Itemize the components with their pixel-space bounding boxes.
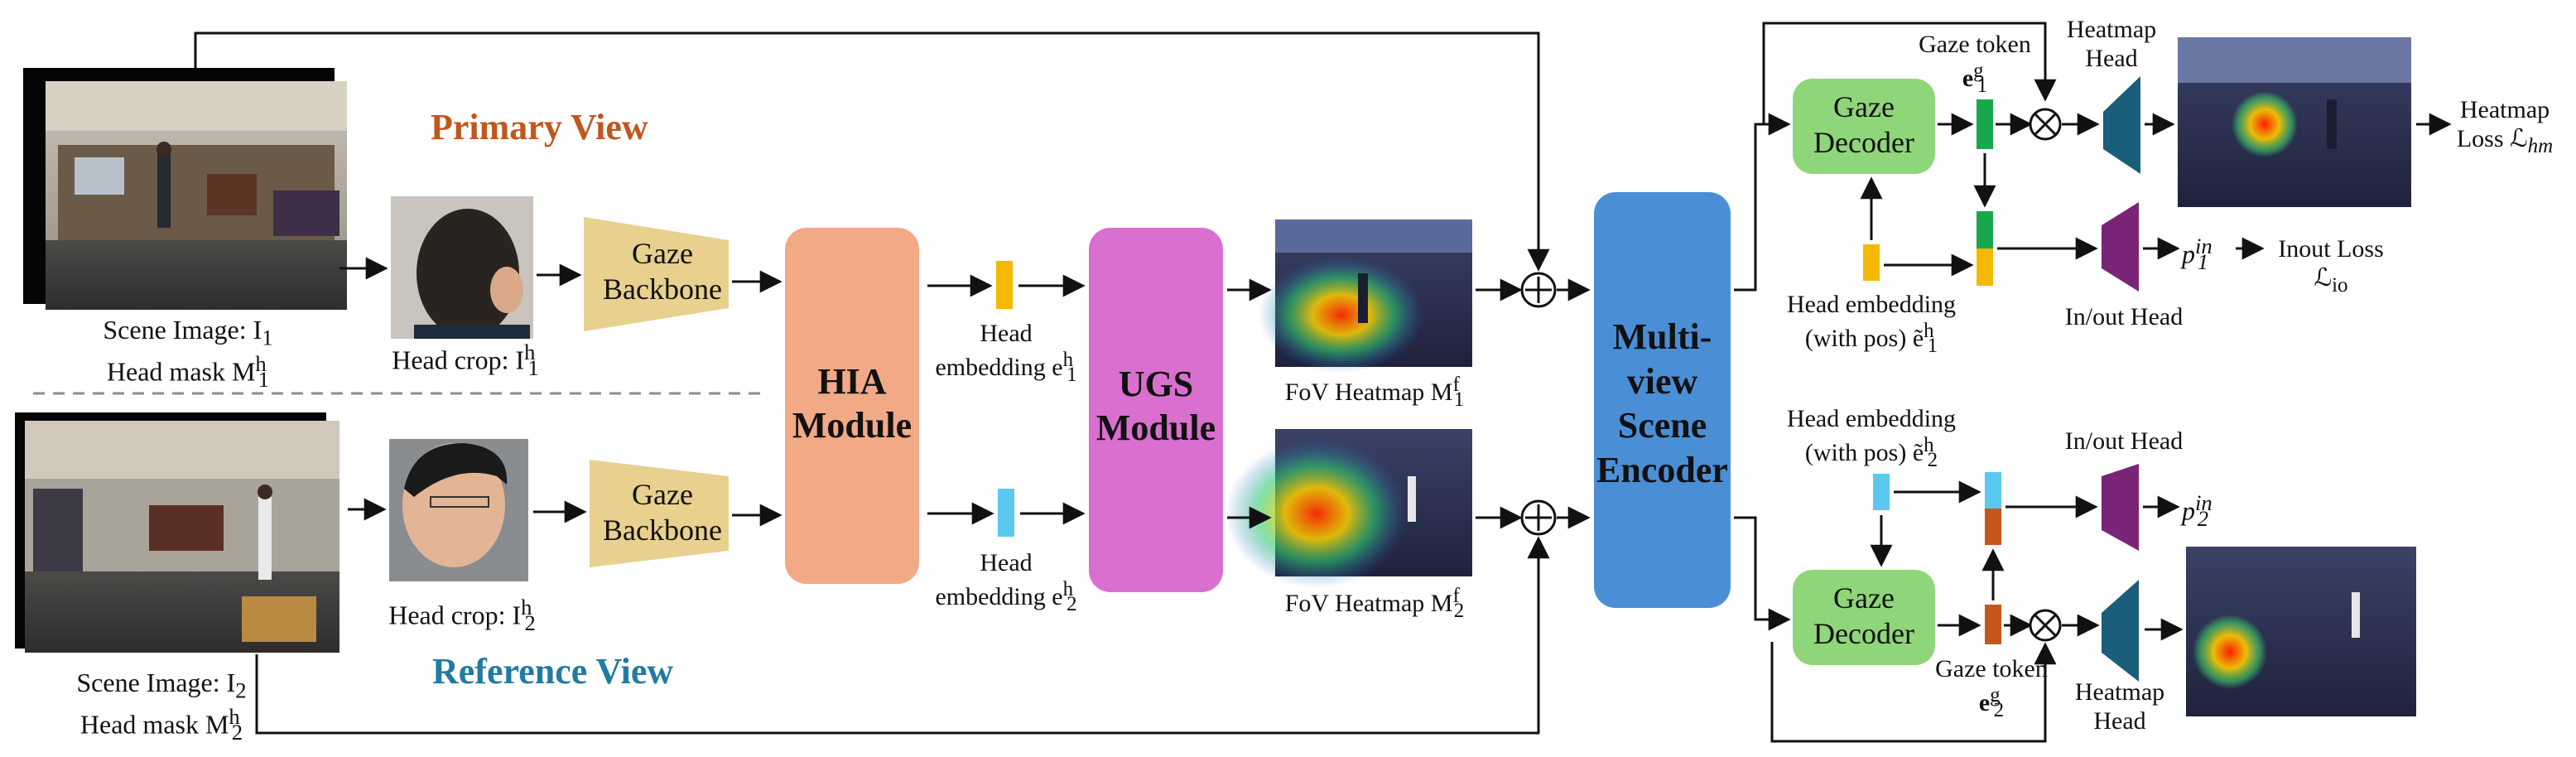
head-crop-2-image <box>389 439 528 581</box>
head-crop-2-caption: Head crop: Ih2 <box>388 595 536 636</box>
heatmap-head-2-shape <box>2102 580 2139 682</box>
gaze-token-1-bar <box>1977 99 1993 149</box>
fov-heatmap-1-caption: FoV Heatmap Mf1 <box>1284 374 1465 411</box>
gaze-backbone-1-shape <box>584 217 729 331</box>
scene-2-caption: Scene Image: I2 Head mask Mh2 <box>76 668 247 745</box>
p1-label: pin1 <box>2182 234 2212 275</box>
head-crop-1-caption: Head crop: Ih1 <box>392 340 539 381</box>
head-embedding-1-caption: Head embedding eh1 <box>935 320 1077 387</box>
fov-heatmap-2-image <box>1225 429 1472 588</box>
scene-image-1 <box>23 68 347 310</box>
ugs-module-shape <box>1089 228 1223 592</box>
gaze-token-2-bar <box>1985 605 2001 644</box>
heatmap-head-1-shape <box>2103 76 2140 174</box>
hia-module-shape <box>785 228 919 584</box>
pos-embedding-2-bar <box>1873 474 1890 510</box>
heatmap-loss-label: Heatmap Loss ℒhm <box>2456 96 2554 158</box>
head-crop-1-image <box>391 196 533 339</box>
gaze-decoder-2-shape <box>1793 570 1935 665</box>
reference-view-title: Reference View <box>432 651 674 692</box>
op-symbols <box>1525 113 2057 637</box>
inout-head-2-shape <box>2102 464 2139 551</box>
head-embedding-2-bar <box>998 489 1014 537</box>
primary-view-title: Primary View <box>431 107 648 147</box>
output-heatmap-1-image <box>2178 37 2411 207</box>
output-heatmap-2-image <box>2186 547 2416 716</box>
stack-2-embed-part <box>1985 472 2001 509</box>
inout-loss-label: Inout Loss ℒio <box>2278 235 2384 297</box>
gaze-token-1-caption: Gaze token eg1 <box>1919 31 2031 98</box>
inout-head-2-label: In/out Head <box>2064 427 2184 455</box>
pos-embedding-2-caption: Head embedding (with pos) ẽh2 <box>1786 405 1957 472</box>
gaze-token-2-caption: Gaze token eg2 <box>1935 655 2048 722</box>
encoder-shape <box>1594 192 1731 608</box>
stack-1-gaze-part <box>1977 211 1993 248</box>
head-embedding-2-caption: Head embedding eh2 <box>935 549 1077 616</box>
p2-label: pin2 <box>2182 490 2212 532</box>
scene-image-2 <box>15 412 339 653</box>
stack-2-gaze-part <box>1985 509 2001 545</box>
inout-head-1-shape <box>2102 202 2139 292</box>
inout-head-1-label: In/out Head <box>2064 303 2184 330</box>
fov-heatmap-1-image <box>1259 219 1472 373</box>
gaze-decoder-1-shape <box>1793 79 1935 174</box>
stack-1-embed-part <box>1977 248 1993 286</box>
fov-heatmap-2-caption: FoV Heatmap Mf2 <box>1284 585 1465 622</box>
gaze-backbone-2-shape <box>590 460 729 567</box>
pos-embedding-1-caption: Head embedding (with pos) ẽh1 <box>1786 291 1957 358</box>
pos-embedding-1-bar <box>1863 244 1880 281</box>
scene-1-caption: Scene Image: I1 Head mask Mh1 <box>103 315 273 392</box>
head-embedding-1-bar <box>996 261 1013 309</box>
connectors <box>194 22 2452 743</box>
